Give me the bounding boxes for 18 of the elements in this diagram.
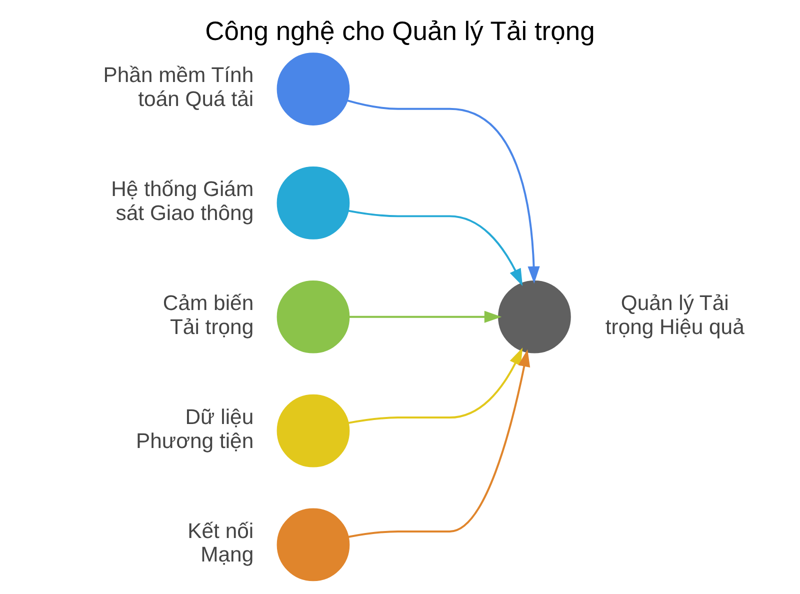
node-label: Cảm biến Tải trọng [162, 292, 254, 339]
arrow [348, 349, 530, 538]
diagram-title: Công nghệ cho Quản lý Tải trọng [205, 16, 595, 46]
arrow [347, 100, 540, 284]
node-circle [276, 394, 350, 468]
arrow [348, 210, 523, 286]
node-label: Dữ liệu Phương tiện [136, 406, 254, 453]
arrow [348, 348, 523, 424]
arrow [349, 310, 502, 323]
node-label: Hệ thống Giám sát Giao thông [111, 178, 254, 225]
node-label: Phần mềm Tính toán Quá tải [103, 64, 254, 111]
node-circle [276, 280, 350, 354]
node-circle [276, 52, 350, 126]
node-circle [276, 508, 350, 582]
node-label: Quản lý Tải trọng Hiệu quả [605, 292, 744, 339]
node-circle [498, 280, 571, 354]
node-circle [276, 166, 350, 240]
node-label: Kết nối Mạng [188, 520, 254, 567]
